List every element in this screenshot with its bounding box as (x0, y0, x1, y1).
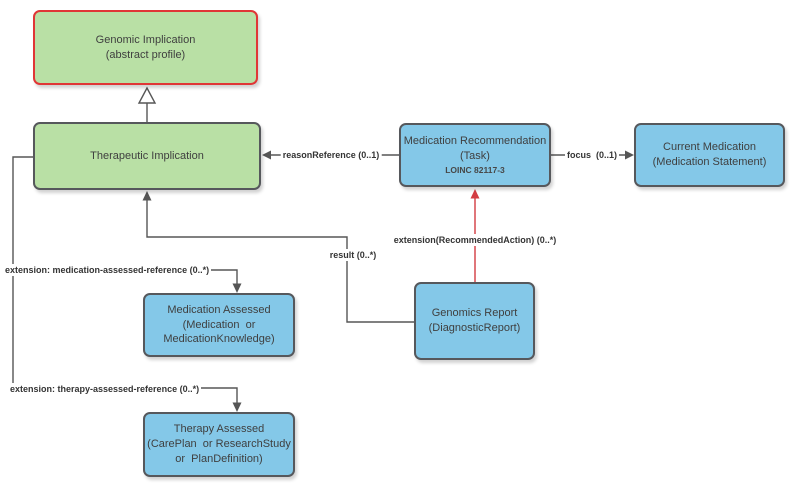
node-therapeutic-implication: Therapeutic Implication (33, 122, 261, 190)
node-therapy-assessed: Therapy Assessed (CarePlan or ResearchSt… (143, 412, 295, 477)
node-genomic-implication: Genomic Implication (abstract profile) (33, 10, 258, 85)
node-therapeutic-implication-title: Therapeutic Implication (90, 149, 204, 162)
edge-result (142, 191, 414, 323)
edge-label-result: result (0..*) (327, 249, 379, 261)
node-medication-assessed-subtitle2: MedicationKnowledge) (163, 333, 275, 346)
node-therapy-assessed-subtitle1: (CarePlan or ResearchStudy (147, 438, 291, 451)
edge-label-focus: focus (0..1) (564, 149, 620, 161)
edge-label-medication-assessed-ref: extension: medication-assessed-reference… (3, 264, 212, 276)
node-medication-recommendation-title: Medication Recommendation (403, 134, 547, 147)
node-genomics-report-subtitle: (DiagnosticReport) (428, 322, 521, 334)
node-genomic-implication-subtitle: (abstract profile) (105, 48, 186, 61)
edge-label-recommended-action: extension(RecommendedAction) (0..*) (391, 234, 559, 246)
edge-extension-rail (12, 156, 33, 388)
node-current-medication: Current Medication (Medication Statement… (634, 123, 785, 187)
edge-label-therapy-assessed-ref: extension: therapy-assessed-reference (0… (8, 383, 202, 395)
node-therapy-assessed-subtitle2: or PlanDefinition) (175, 452, 263, 465)
node-medication-assessed-title: Medication Assessed (167, 303, 271, 316)
node-current-medication-subtitle: (Medication Statement) (652, 156, 767, 168)
edge-label-reason-reference: reasonReference (0..1) (280, 149, 382, 161)
node-medication-recommendation: Medication Recommendation (Task) LOINC 8… (399, 123, 551, 187)
node-genomic-implication-title: Genomic Implication (95, 33, 196, 46)
node-medication-assessed: Medication Assessed (Medication or Medic… (143, 293, 295, 357)
node-current-medication-title: Current Medication (663, 141, 756, 154)
node-therapy-assessed-title: Therapy Assessed (173, 423, 265, 436)
node-genomics-report-title: Genomics Report (431, 307, 518, 320)
node-medication-assessed-subtitle1: (Medication or (182, 318, 256, 331)
edge-inheritance (137, 86, 157, 122)
node-genomics-report: Genomics Report (DiagnosticReport) (414, 282, 535, 360)
node-medication-recommendation-loinc: LOINC 82117-3 (445, 164, 505, 175)
node-medication-recommendation-subtitle: (Task) (460, 149, 490, 162)
